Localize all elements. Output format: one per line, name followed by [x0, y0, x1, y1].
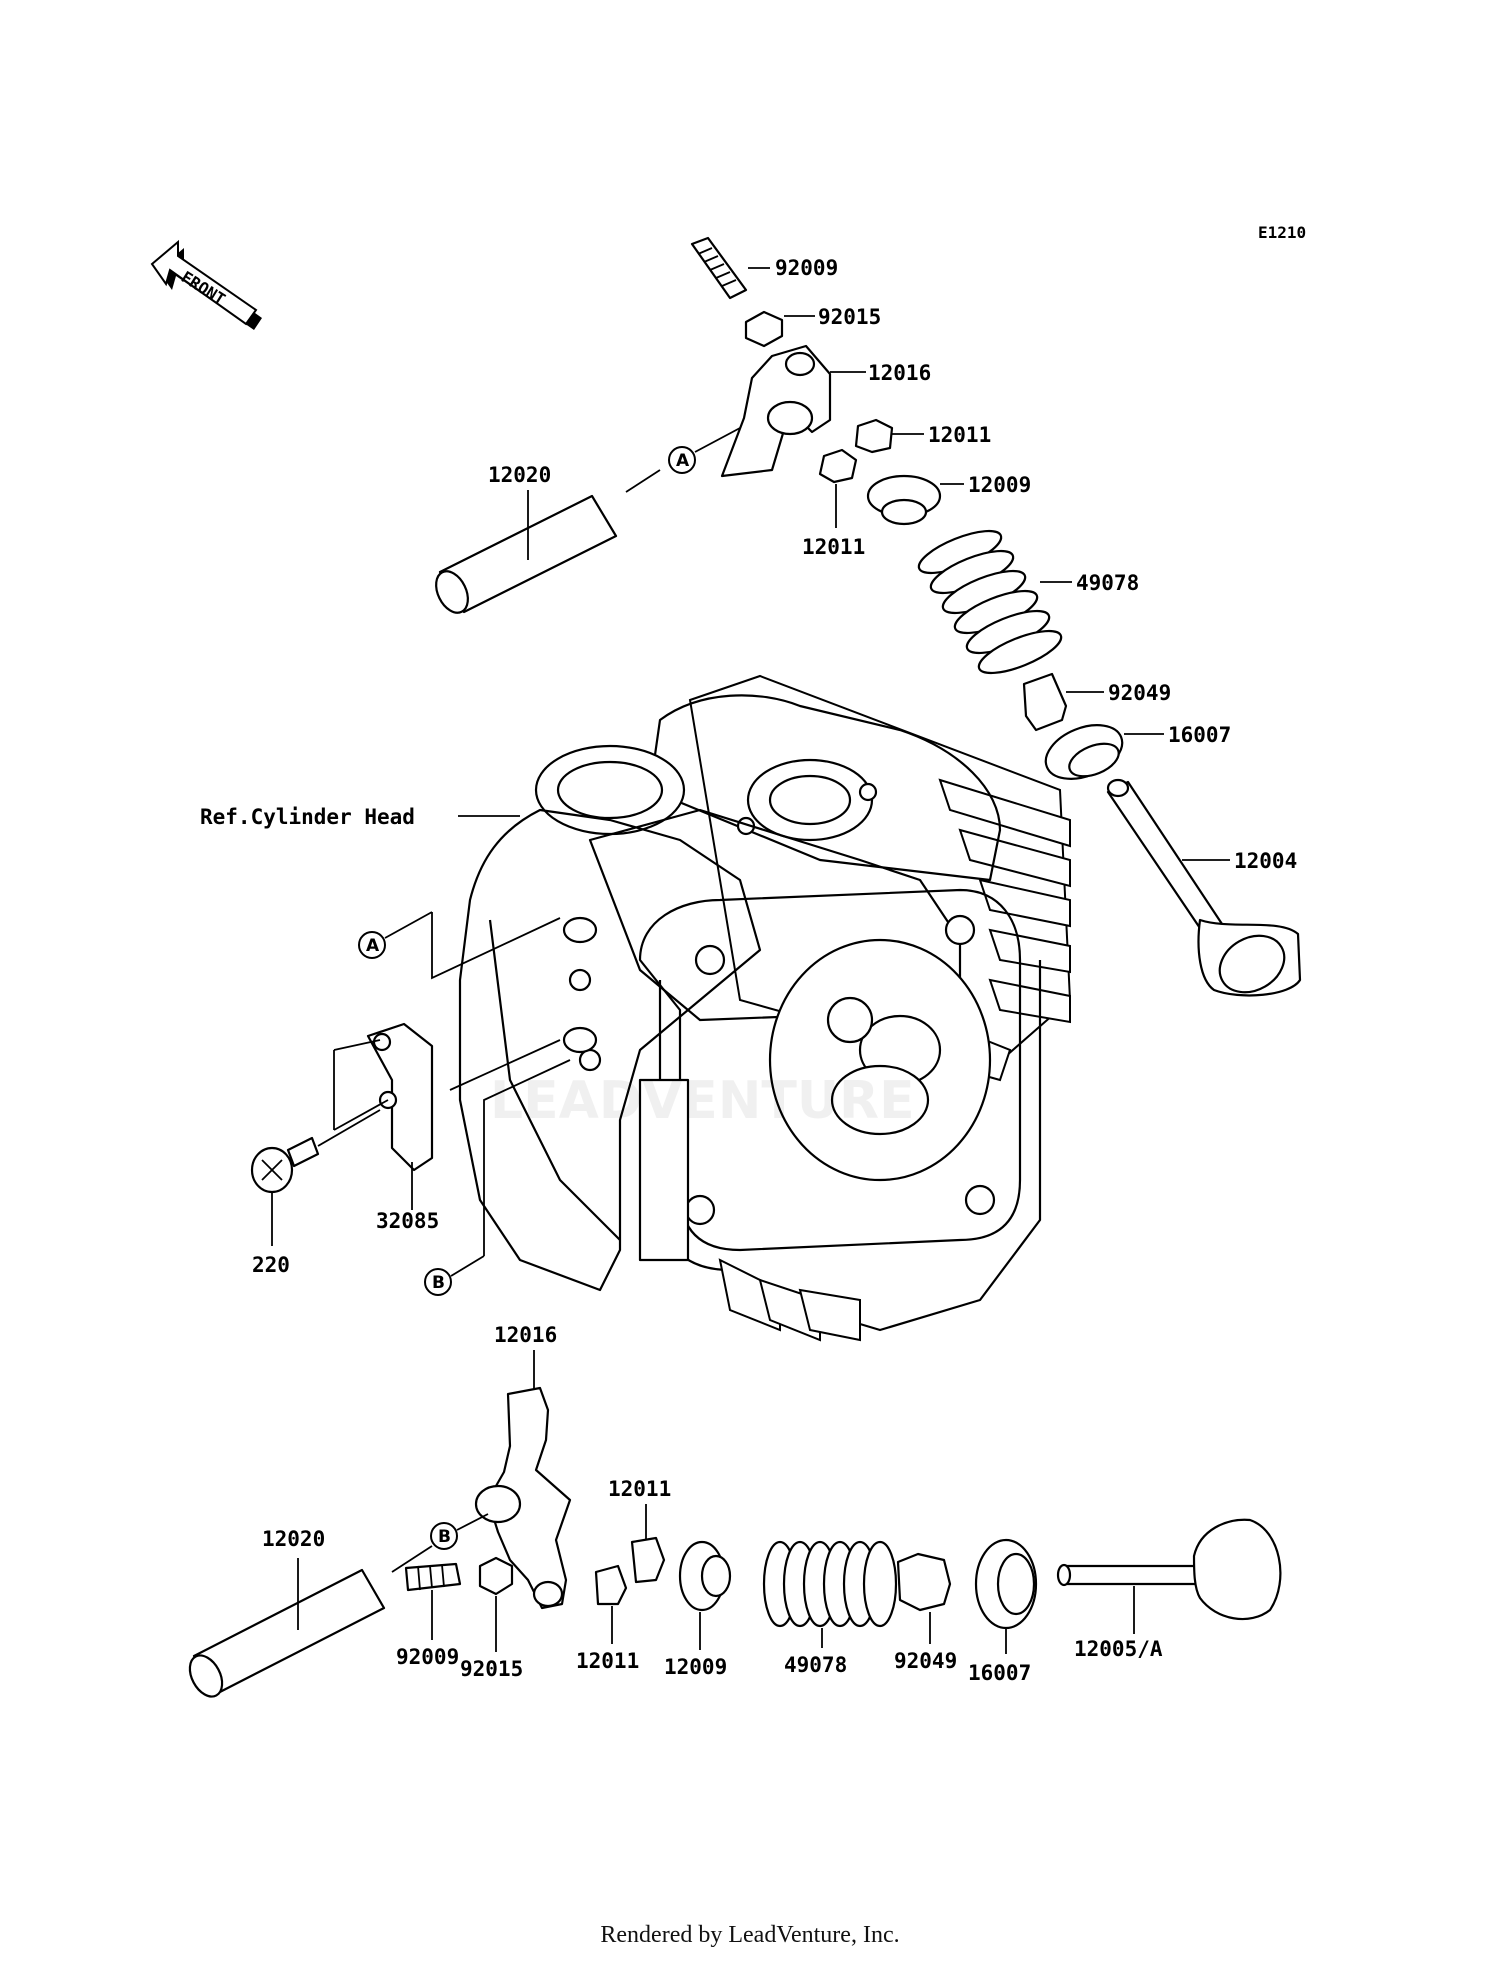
callout-b-mid: B [424, 1039, 571, 1296]
rocker-shaft-top [435, 469, 661, 614]
cotter-top-lower [818, 448, 858, 528]
label-49078-top: 49078 [1076, 571, 1139, 595]
label-12004-top: 12004 [1234, 849, 1297, 873]
retainer-top [866, 474, 964, 526]
valve-top [1106, 778, 1302, 997]
label-12016-top: 12016 [868, 361, 931, 385]
diagram-code: E1210 [1258, 223, 1306, 242]
cotter-bottom-upper [630, 1504, 666, 1584]
footer-credit: Rendered by LeadVenture, Inc. [600, 1922, 900, 1948]
screw-220 [250, 1109, 381, 1246]
label-16007-top: 16007 [1168, 723, 1231, 747]
label-12016-bottom: 12016 [494, 1323, 557, 1347]
front-arrow-icon: FRONT [150, 239, 262, 330]
label-12011-bottom-upper: 12011 [608, 1477, 671, 1501]
callout-a-top: A [668, 427, 741, 474]
label-12009-top: 12009 [968, 473, 1031, 497]
cotter-bottom-lower [594, 1564, 628, 1644]
lock-nut-top [744, 310, 815, 348]
rocker-shaft-bottom [188, 1558, 386, 1698]
cotter-top-upper [854, 418, 924, 454]
plate-32085 [333, 1022, 434, 1210]
label-12020-top: 12020 [488, 463, 551, 487]
label-16007-bottom: 16007 [968, 1661, 1031, 1685]
spring-seat-top [1044, 724, 1164, 780]
spring-seat-bottom [974, 1538, 1038, 1654]
rocker-arm-bottom [474, 1350, 572, 1610]
callout-a-mid: A [358, 911, 561, 980]
valve-seal-top [1022, 672, 1104, 732]
label-12011-top-upper: 12011 [928, 423, 991, 447]
lock-nut-bottom [478, 1556, 514, 1652]
label-92049-bottom: 92049 [894, 1649, 957, 1673]
label-12020-bottom: 12020 [262, 1527, 325, 1551]
label-12011-top-lower: 12011 [802, 535, 865, 559]
callout-b-bottom: B [391, 1513, 489, 1573]
label-220: 220 [252, 1253, 290, 1277]
label-92015-bottom: 92015 [460, 1657, 523, 1681]
svg-text:B: B [432, 1273, 445, 1293]
label-12011-bottom-lower: 12011 [576, 1649, 639, 1673]
label-32085: 32085 [376, 1209, 439, 1233]
label-92009-top: 92009 [775, 256, 838, 280]
valve-seal-bottom [896, 1552, 952, 1644]
label-12005a-bottom: 12005/A [1074, 1637, 1163, 1661]
label-92049-top: 92049 [1108, 681, 1171, 705]
watermark: LEADVENTURE [490, 1071, 915, 1131]
retainer-bottom [678, 1540, 732, 1650]
valve-spring-top [917, 529, 1072, 675]
adjusting-screw-bottom [404, 1562, 462, 1640]
label-12009-bottom: 12009 [664, 1655, 727, 1679]
valve-spring-bottom [762, 1540, 898, 1648]
adjusting-screw-top [690, 236, 770, 300]
svg-text:B: B [438, 1527, 451, 1547]
svg-text:A: A [676, 451, 690, 471]
cylinder-head [458, 674, 1072, 1342]
valve-bottom [1056, 1518, 1282, 1634]
reference-label: Ref.Cylinder Head [200, 805, 415, 829]
svg-text:A: A [366, 936, 380, 956]
label-49078-bottom: 49078 [784, 1653, 847, 1677]
rocker-arm-top [720, 344, 866, 478]
label-92009-bottom: 92009 [396, 1645, 459, 1669]
label-92015-top: 92015 [818, 305, 881, 329]
